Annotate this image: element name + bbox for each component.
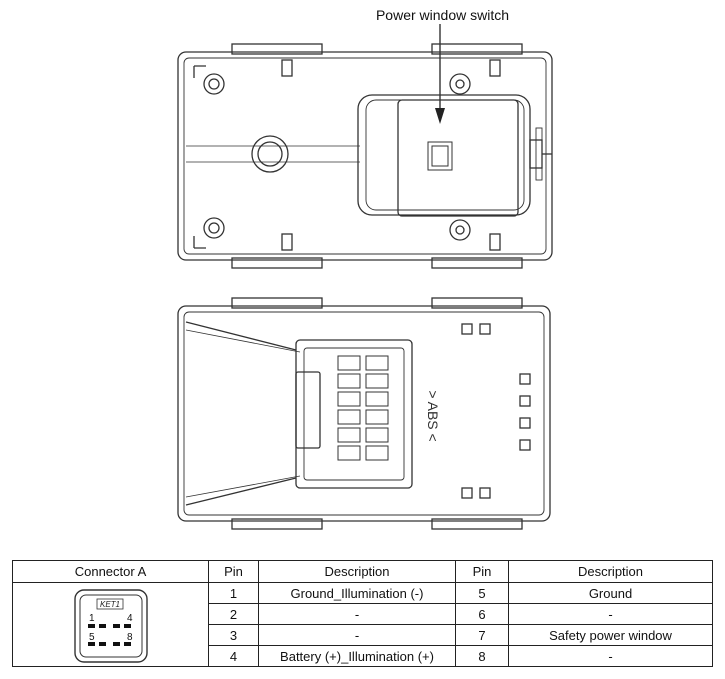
pin-description: Safety power window (508, 624, 713, 646)
table-row: 2 - 6 - (13, 603, 713, 625)
pin-number: 1 (208, 582, 259, 604)
pin-number: 3 (208, 624, 259, 646)
pin-description: - (508, 603, 713, 625)
pin-description: Ground_Illumination (-) (258, 582, 456, 604)
table-header-row: Connector A Pin Description Pin Descript… (12, 560, 713, 583)
pin-number: 4 (208, 645, 259, 667)
connector-pin-label: 4 (127, 613, 133, 624)
connector-pin-table: Connector A Pin Description Pin Descript… (12, 560, 713, 667)
pin-number: 6 (455, 603, 509, 625)
connector-a-face: KET1 1 4 5 8 (12, 582, 209, 667)
power-window-switch-callout: Power window switch (375, 7, 510, 23)
header-description: Description (258, 560, 456, 583)
pin-description: Battery (+)_Illumination (+) (258, 645, 456, 667)
pin-description: - (508, 645, 713, 667)
connector-pin-label: 1 (89, 613, 95, 624)
switch-bottom-view (177, 297, 551, 530)
connector-label: KET1 (99, 600, 119, 609)
pin-description: Ground (508, 582, 713, 604)
pin-description: - (258, 603, 456, 625)
pin-number: 8 (455, 645, 509, 667)
table-row: 3 - 7 Safety power window (13, 624, 713, 646)
header-pin: Pin (455, 560, 509, 583)
pin-number: 7 (455, 624, 509, 646)
connector-pin-label: 8 (127, 632, 133, 643)
pin-description: - (258, 624, 456, 646)
switch-top-view (177, 24, 553, 269)
header-connector: Connector A (12, 560, 209, 583)
connector-face-icon: KET1 1 4 5 8 (73, 588, 148, 663)
connector-pin-label: 5 (89, 632, 95, 643)
header-pin: Pin (208, 560, 259, 583)
switch-drawing: > ABS < (177, 24, 553, 530)
table-row: 4 Battery (+)_Illumination (+) 8 - (13, 645, 713, 667)
connector-marking: > ABS < (425, 390, 441, 441)
pin-number: 5 (455, 582, 509, 604)
pin-number: 2 (208, 603, 259, 625)
table-row: KET1 1 4 5 8 1 Ground_Illumination (-) 5… (12, 582, 713, 667)
header-description: Description (508, 560, 713, 583)
